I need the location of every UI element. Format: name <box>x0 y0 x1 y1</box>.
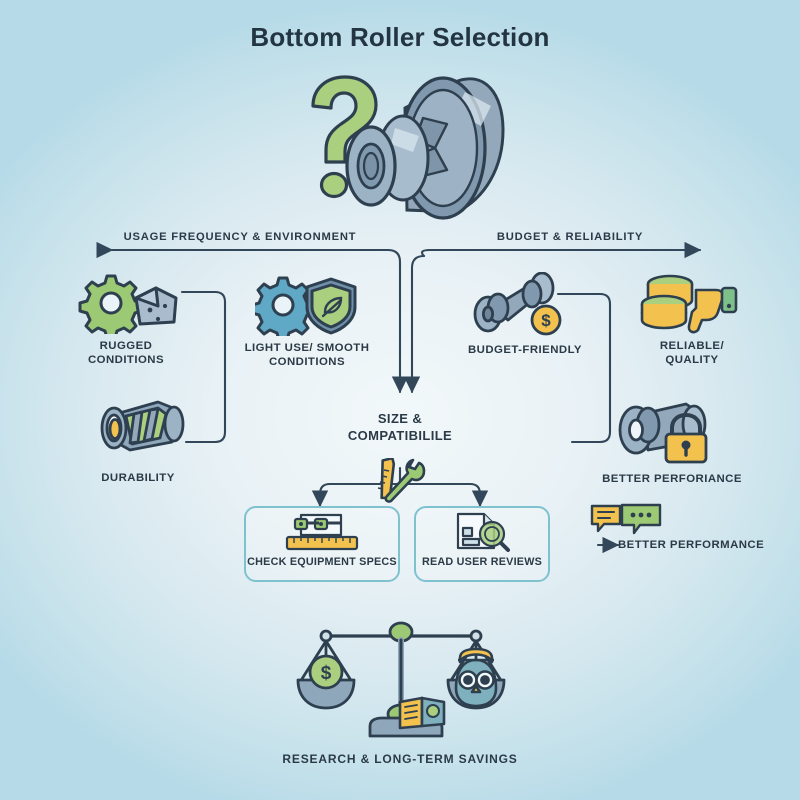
box-check-specs[interactable]: CHECK EQUIPMENT SPECS <box>244 506 400 582</box>
node-label-rugged: RUGGED CONDITIONS <box>87 340 165 366</box>
box-label-read-reviews: READ USER REVIEWS <box>421 556 543 568</box>
node-label-performance: BETTER PERFORIANCE <box>602 473 742 485</box>
balance-scale-icon: $ <box>296 621 506 738</box>
bottom-illustration: $ <box>296 614 506 742</box>
gear-and-shield-icon <box>255 276 357 336</box>
node-label-durability: DURABILITY <box>101 472 175 484</box>
question-mark-icon <box>311 75 378 199</box>
node-performance <box>608 398 718 464</box>
gear-and-rock-icon <box>78 274 178 334</box>
coins-and-thumb-icon <box>640 274 738 334</box>
box-read-reviews[interactable]: READ USER REVIEWS <box>414 506 550 582</box>
node-label-light-use: LIGHT USE/ SMOOTH CONDITIONS <box>244 342 370 368</box>
callout-chat <box>590 503 662 537</box>
center-icon-wrap <box>375 458 427 504</box>
node-durability <box>86 396 190 458</box>
node-light-use <box>255 276 359 336</box>
callout-label: BETTER PERFORMANCE <box>618 539 765 551</box>
box-label-check-specs: CHECK EQUIPMENT SPECS <box>247 556 397 568</box>
wrench-and-ruler-icon <box>377 458 426 503</box>
roller-and-lock-icon <box>618 402 708 464</box>
node-rugged <box>74 272 184 334</box>
hero-illustration <box>295 72 510 227</box>
roller-and-coin-icon: $ <box>473 272 562 336</box>
roller-wheel-icon <box>345 76 505 220</box>
center-label: SIZE & COMPATIBILILE <box>347 411 453 443</box>
document-magnifier-icon <box>456 512 510 552</box>
node-reliable <box>640 274 744 336</box>
branch-label-right: BUDGET & RELIABILITY <box>496 231 644 243</box>
node-label-reliable: RELIABLE/ QUALITY <box>659 340 725 366</box>
branch-label-left: USAGE FREQUENCY & ENVIRONMENT <box>123 231 357 243</box>
chat-bubbles-icon <box>590 503 662 535</box>
roller-bearing-icon <box>100 400 185 452</box>
svg-text:$: $ <box>541 311 551 330</box>
equipment-ruler-icon <box>285 513 359 551</box>
svg-text:$: $ <box>321 663 332 684</box>
page-title: Bottom Roller Selection <box>250 22 550 52</box>
owl-icon <box>454 647 498 708</box>
node-label-budget: BUDGET-FRIENDLY <box>467 344 582 356</box>
bottom-label: RESEARCH & LONG-TERM SAVINGS <box>282 752 518 766</box>
node-budget: $ <box>464 272 574 338</box>
